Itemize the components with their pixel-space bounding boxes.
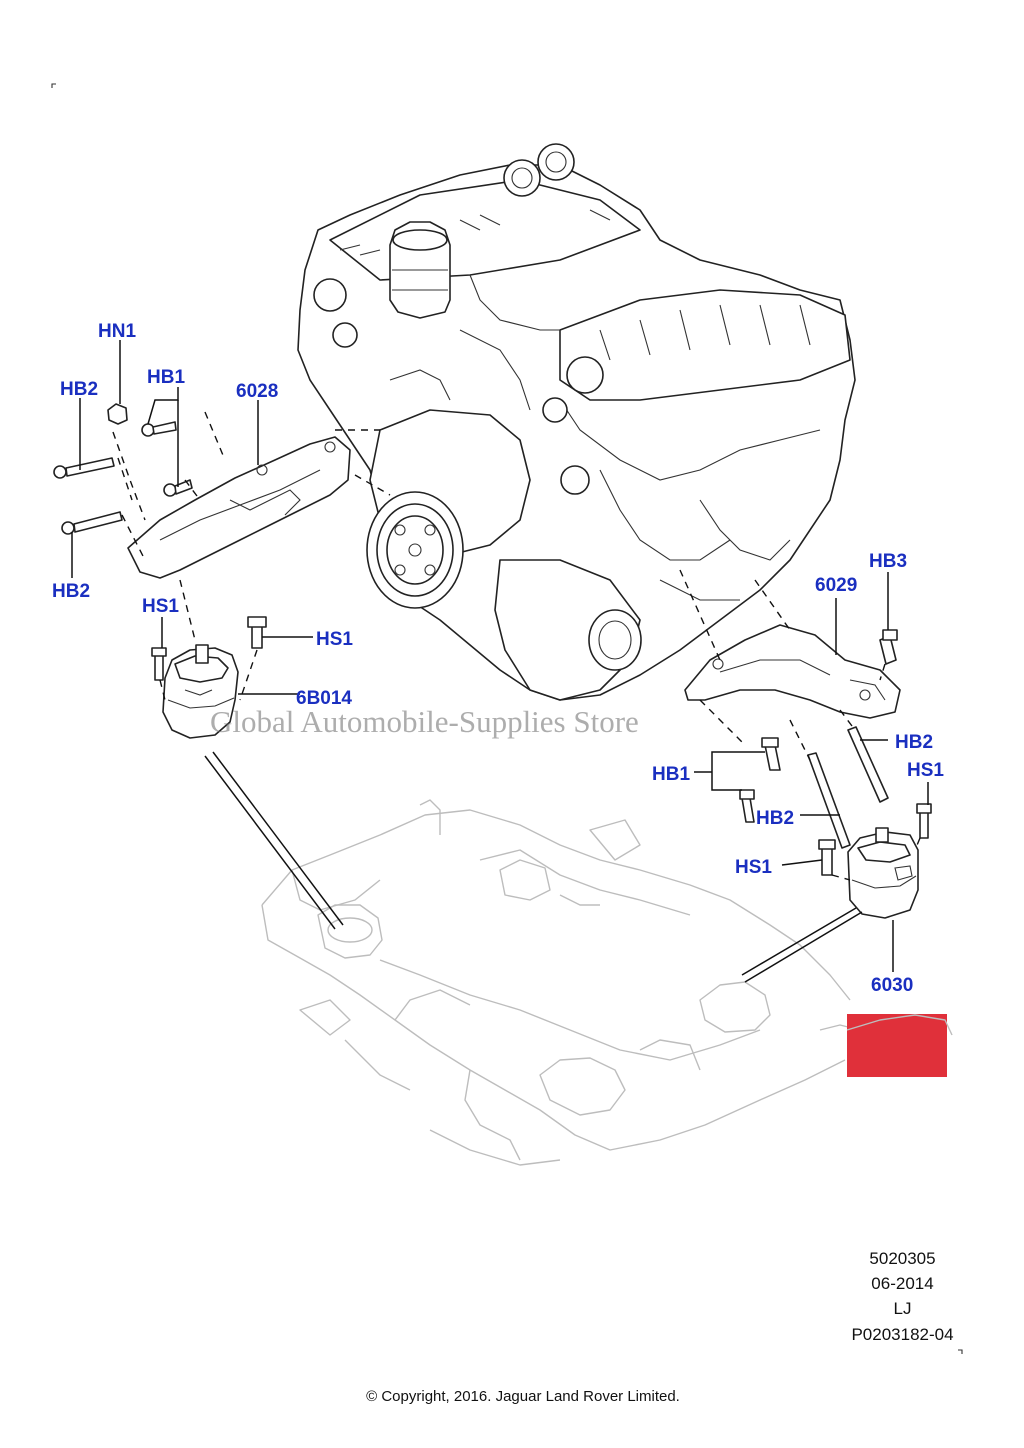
engine-block xyxy=(297,143,856,701)
corner-mark-bottom xyxy=(958,1349,963,1354)
engine-mount-6b014 xyxy=(162,644,239,739)
drawing-number: 5020305 xyxy=(869,1249,936,1268)
callout-hs1-right-left: HS1 xyxy=(735,857,772,878)
callout-hs1-right-top: HS1 xyxy=(907,760,944,781)
callout-hn1: HN1 xyxy=(98,321,136,342)
leader-lines xyxy=(71,340,929,983)
bracket-6028 xyxy=(127,436,351,579)
corner-mark-top xyxy=(51,83,56,88)
part-reference: P0203182-04 xyxy=(851,1325,954,1344)
callout-hs1-left-top: HS1 xyxy=(142,596,179,617)
callout-hb2-right-bottom: HB2 xyxy=(756,808,794,829)
callout-hb1-right: HB1 xyxy=(652,764,690,785)
watermark: Global Automobile-Supplies Store xyxy=(210,704,639,739)
callout-hb1-left: HB1 xyxy=(147,367,185,388)
drawing-code: LJ xyxy=(893,1299,912,1318)
fasteners xyxy=(53,403,932,876)
callout-6030: 6030 xyxy=(871,975,913,996)
front-subframe xyxy=(261,799,871,1166)
bracket-6029 xyxy=(684,624,901,719)
copyright-notice: © Copyright, 2016. Jaguar Land Rover Lim… xyxy=(366,1388,680,1405)
callout-6028: 6028 xyxy=(236,381,278,402)
callout-6b014: 6B014 xyxy=(296,688,352,709)
callout-6029: 6029 xyxy=(815,575,857,596)
highlight-patch xyxy=(847,1014,947,1077)
callout-hb3: HB3 xyxy=(869,551,907,572)
callout-labels: HN1 HB2 HB1 6028 HB2 HS1 HS1 6B014 HB3 6… xyxy=(52,321,944,996)
callout-hb2-left-bottom: HB2 xyxy=(52,581,90,602)
drawing-date: 06-2014 xyxy=(871,1274,934,1293)
callout-hb2-right-top: HB2 xyxy=(895,732,933,753)
callout-hb2-top: HB2 xyxy=(60,379,98,400)
callout-hs1-left-right: HS1 xyxy=(316,629,353,650)
engine-mount-6030 xyxy=(847,827,919,919)
